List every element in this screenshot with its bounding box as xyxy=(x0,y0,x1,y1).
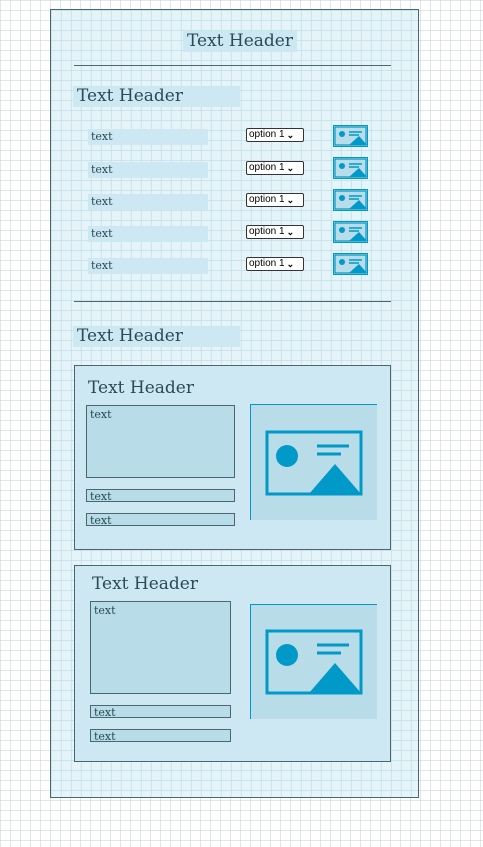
card-field[interactable]: text xyxy=(90,705,231,718)
image-placeholder-icon xyxy=(265,430,363,495)
card-field[interactable]: text xyxy=(86,513,235,526)
chevron-down-icon: ⌄ xyxy=(286,130,295,140)
divider xyxy=(74,65,391,66)
card-field[interactable]: text xyxy=(86,489,235,502)
row-select[interactable]: option 1⌄ xyxy=(246,161,304,175)
section1-title: Text Header xyxy=(73,86,240,107)
card-field[interactable]: text xyxy=(90,729,231,742)
row-thumbnail xyxy=(333,189,368,211)
row-thumbnail xyxy=(333,221,368,243)
card-image xyxy=(250,604,377,719)
chevron-down-icon: ⌄ xyxy=(286,163,295,173)
row-select[interactable]: option 1⌄ xyxy=(246,128,304,142)
chevron-down-icon: ⌄ xyxy=(286,259,295,269)
section2-title: Text Header xyxy=(73,326,240,347)
row-label: text xyxy=(88,194,208,210)
image-placeholder-icon xyxy=(334,222,367,242)
image-placeholder-icon xyxy=(334,158,367,178)
chevron-down-icon: ⌄ xyxy=(286,195,295,205)
image-placeholder-icon xyxy=(334,190,367,210)
row-select[interactable]: option 1⌄ xyxy=(246,257,304,271)
row-select[interactable]: option 1⌄ xyxy=(246,193,304,207)
row-label: text xyxy=(88,258,208,274)
page-title: Text Header xyxy=(183,31,297,52)
row-thumbnail xyxy=(333,157,368,179)
row-thumbnail xyxy=(333,253,368,275)
card-textarea[interactable]: text xyxy=(86,405,235,478)
card-title: Text Header xyxy=(84,378,194,399)
row-label: text xyxy=(88,162,208,178)
card-image xyxy=(250,404,377,520)
divider xyxy=(74,301,391,302)
row-select[interactable]: option 1⌄ xyxy=(246,225,304,239)
row-label: text xyxy=(88,226,208,242)
card-title: Text Header xyxy=(88,574,198,595)
image-placeholder-icon xyxy=(265,629,363,695)
row-thumbnail xyxy=(333,125,368,147)
card-textarea[interactable]: text xyxy=(90,601,231,694)
row-label: text xyxy=(88,129,208,145)
chevron-down-icon: ⌄ xyxy=(286,227,295,237)
image-placeholder-icon xyxy=(334,126,367,146)
image-placeholder-icon xyxy=(334,254,367,274)
